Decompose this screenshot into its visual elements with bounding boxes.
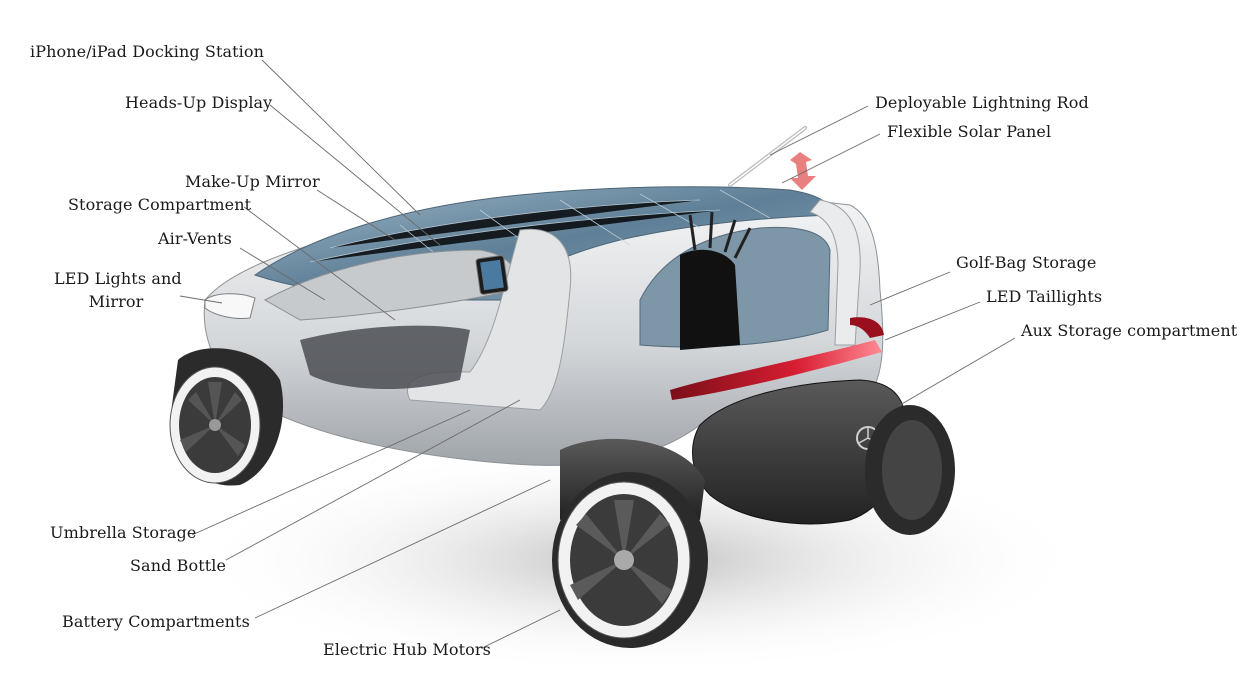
golf-clubs (688, 211, 752, 259)
label-led-lights-line2: Mirror (88, 292, 144, 311)
rear-pillar (809, 199, 861, 346)
label-sand-bottle: Sand Bottle (130, 556, 227, 575)
label-makeup-mirror: Make-Up Mirror (185, 172, 320, 191)
led-taillight (670, 340, 882, 400)
label-umbrella-storage: Umbrella Storage (50, 523, 197, 542)
rear-right-wheel (865, 405, 955, 535)
interior-floor (300, 325, 470, 390)
golf-bag (680, 249, 740, 350)
label-hud: Heads-Up Display (125, 93, 273, 112)
deploy-arrow (790, 152, 816, 190)
label-storage-compartment: Storage Compartment (68, 195, 252, 214)
label-battery-compartments: Battery Compartments (62, 612, 250, 631)
label-air-vents: Air-Vents (158, 229, 232, 248)
label-aux-storage: Aux Storage compartment (1021, 321, 1238, 340)
label-led-taillights: LED Taillights (986, 287, 1103, 306)
front-headlight (204, 293, 256, 319)
label-solar-panel: Flexible Solar Panel (887, 122, 1052, 141)
label-led-lights-mirror: LED Lights and Mirror (54, 269, 182, 312)
leader-lines (179, 59, 1016, 649)
front-wheel (169, 348, 284, 486)
label-led-lights-line1: LED Lights and (54, 269, 182, 288)
rear-wheel (552, 438, 708, 648)
label-iphone-dock: iPhone/iPad Docking Station (30, 42, 264, 61)
label-lightning-rod: Deployable Lightning Rod (875, 93, 1089, 112)
seat (407, 228, 572, 411)
label-golf-bag-storage: Golf-Bag Storage (956, 253, 1097, 272)
label-electric-hub-motors: Electric Hub Motors (323, 640, 491, 659)
